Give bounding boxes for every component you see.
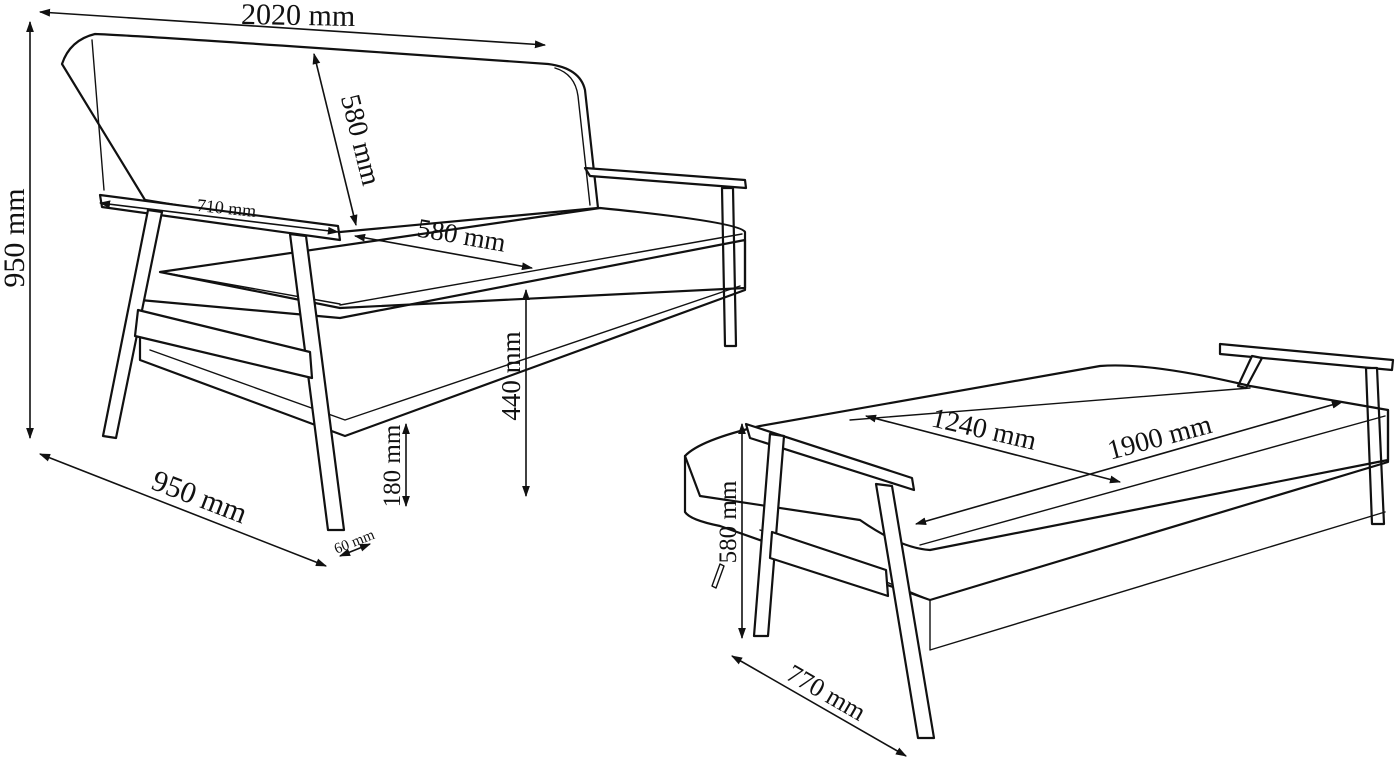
dim-line-armrest: [98, 200, 340, 235]
label-backrest-height: 580 mm: [334, 91, 387, 189]
bed-far-back-leg: [1364, 366, 1386, 526]
dim-line-backrest: [312, 52, 358, 227]
label-leg-width: 60 mm: [332, 527, 377, 558]
sofa-labels: 2020 mm 950 mm 580 mm 710 mm 580 mm 440 …: [0, 0, 526, 558]
label-bed-length: 1900 mm: [1104, 409, 1215, 467]
label-sofa-height: 950 mm: [0, 188, 31, 287]
bed-mattress-top: [683, 364, 1390, 552]
sofa-dimensions: [26, 8, 547, 567]
dim-line-bed-length: [914, 401, 1344, 525]
sofa-left-side-rail: [133, 308, 314, 380]
sofa-left-front-leg: [288, 232, 346, 532]
label-leg-height: 180 mm: [379, 424, 406, 507]
bed-dimensions: [731, 401, 1344, 757]
dim-line-sofa-depth: [38, 453, 328, 567]
sofa-base-rail: [149, 285, 741, 421]
sofa-right-armrest: [583, 166, 748, 190]
dim-line-seat-depth: [353, 233, 534, 271]
label-bed-width: 1240 mm: [929, 403, 1040, 457]
bed-near-back-leg: [752, 432, 786, 638]
bed-near-front-leg: [874, 482, 936, 740]
label-bed-height: 580 mm: [715, 480, 742, 563]
sofa-back-piping: [91, 39, 591, 206]
dim-line-leg-width: [338, 543, 372, 557]
bed-support-foot: [711, 563, 725, 589]
dim-line-sofa-width: [38, 8, 547, 49]
label-seat-height: 440 mm: [496, 331, 526, 420]
sofa-seat-base: [138, 238, 747, 438]
sofa-right-back-leg: [720, 186, 738, 348]
label-seat-depth: 580 mm: [415, 213, 508, 258]
bed-near-side-rail: [768, 530, 890, 598]
label-sofa-depth: 950 mm: [147, 464, 251, 530]
dim-line-bed-depth: [731, 655, 907, 757]
bed-far-armrest: [1218, 342, 1395, 372]
label-sofa-width: 2020 mm: [241, 0, 356, 33]
